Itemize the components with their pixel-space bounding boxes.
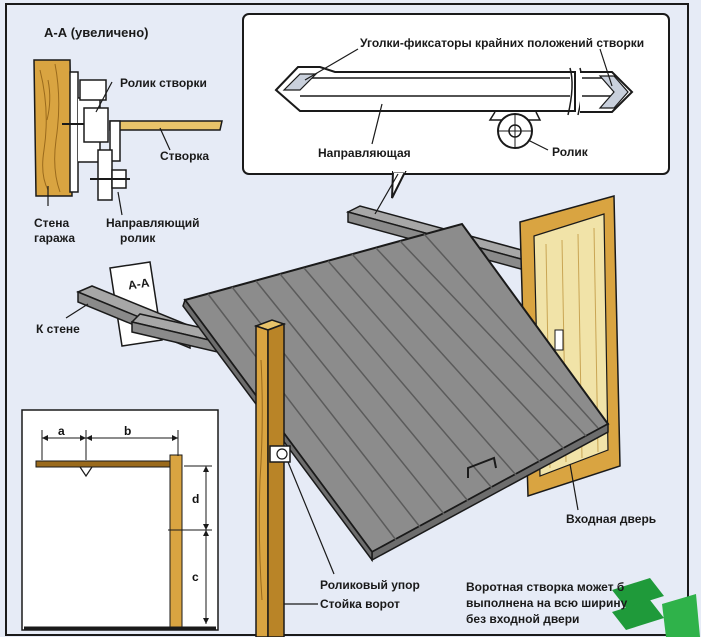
label-corner-fixers: Уголки-фиксаторы крайних положений створ… — [360, 36, 645, 50]
entrance-door-leader — [569, 463, 579, 511]
label-entrance-door: Входная дверь — [566, 512, 657, 526]
label-aa-marker: А-А — [127, 275, 151, 293]
dimension-c: c — [192, 570, 199, 584]
label-gate-post: Стойка ворот — [320, 597, 400, 611]
section-title: А-А (увеличено) — [44, 25, 149, 40]
label-wall-line1: Стена — [34, 216, 70, 230]
to-wall-arrow — [65, 303, 89, 319]
site-logo — [612, 578, 700, 637]
label-leaf: Створка — [160, 149, 210, 163]
label-wall-line2: гаража — [34, 231, 76, 245]
note-line-2: выполнена на всю ширину — [466, 596, 628, 610]
section-aa-detail — [33, 59, 223, 216]
note-line-3: без входной двери — [466, 612, 580, 626]
label-roller: Ролик — [552, 145, 588, 159]
guide-detail-callout — [242, 13, 670, 199]
label-guide-roller-line1: Направляющий — [106, 216, 200, 230]
dimension-d: d — [192, 492, 200, 506]
callout-leader — [374, 173, 399, 215]
label-guide: Направляющая — [318, 146, 411, 160]
dimension-inset — [21, 409, 219, 631]
dimension-b: b — [124, 424, 132, 438]
roller-stop-leader — [287, 461, 335, 575]
label-leaf-roller: Ролик створки — [120, 76, 207, 90]
note-line-1: Воротная створка может б — [466, 580, 625, 594]
label-to-wall: К стене — [36, 322, 80, 336]
label-guide-roller-line2: ролик — [120, 231, 156, 245]
label-roller-stop: Роликовый упор — [320, 578, 420, 592]
dimension-a: a — [58, 424, 65, 438]
gate-post — [253, 319, 291, 637]
